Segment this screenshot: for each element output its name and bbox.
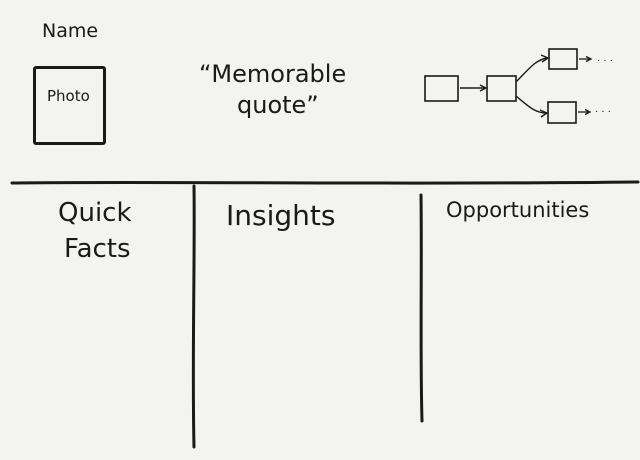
flow-box-start	[424, 75, 459, 102]
column-divider-left	[191, 184, 196, 449]
flow-box-top	[548, 48, 578, 70]
column-divider-right	[419, 193, 424, 423]
name-label: Name	[42, 20, 99, 42]
quote-line-2: quote”	[237, 91, 319, 119]
photo-frame	[33, 66, 106, 145]
flow-box-middle	[486, 75, 517, 102]
flow-arrow-down	[515, 95, 547, 114]
flow-box-bottom	[547, 101, 577, 124]
photo-label: Photo	[47, 87, 90, 105]
flow-arrow-1-head	[479, 84, 488, 92]
quote-line-1: “Memorable	[199, 60, 347, 88]
quick-facts-heading-line-1: Quick	[58, 198, 132, 228]
flow-arrow-down-head	[539, 109, 549, 118]
horizontal-divider	[10, 180, 640, 185]
flow-arrow-up	[515, 57, 548, 83]
flow-arrow-bottom-out-head	[584, 108, 592, 116]
insights-heading: Insights	[226, 199, 336, 232]
flow-arrow-up-head	[540, 54, 550, 63]
flow-ellipsis-bottom: · · ·	[595, 107, 611, 118]
flow-arrow-top-out-head	[585, 55, 593, 63]
quick-facts-heading-line-2: Facts	[64, 234, 131, 264]
opportunities-heading: Opportunities	[446, 198, 590, 222]
flow-ellipsis-top: · · ·	[597, 56, 613, 67]
